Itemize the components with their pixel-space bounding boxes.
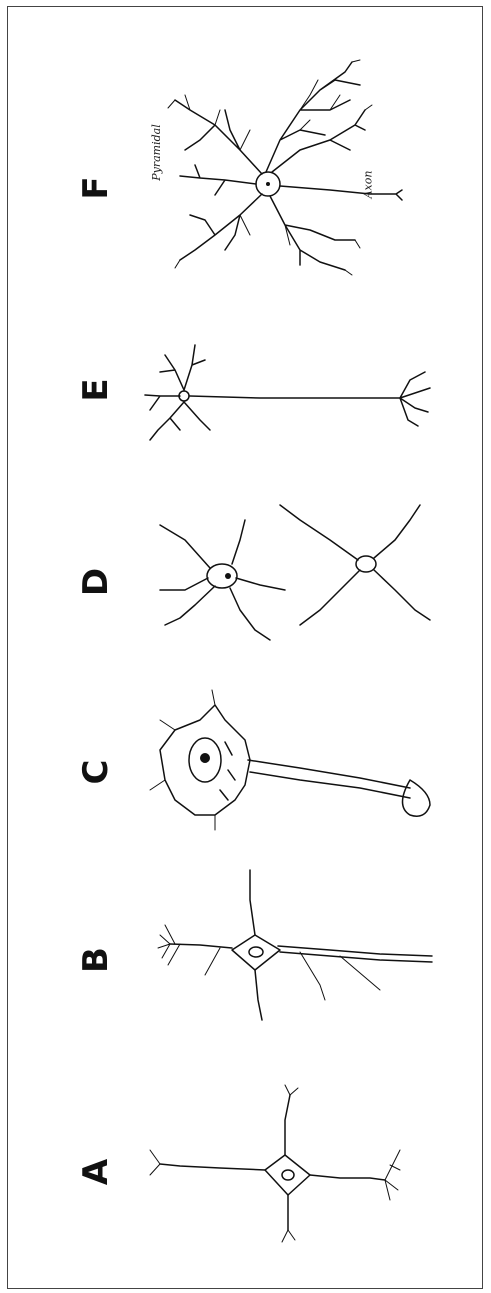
neuron-a-multipolar — [150, 1085, 400, 1242]
neuron-b-tufted — [158, 870, 432, 1020]
neuron-d-multipolar — [160, 505, 430, 640]
neuron-e-long-axon — [145, 345, 430, 440]
neuron-f-pyramidal — [168, 60, 402, 275]
neuron-c-soma-axon — [150, 690, 430, 830]
